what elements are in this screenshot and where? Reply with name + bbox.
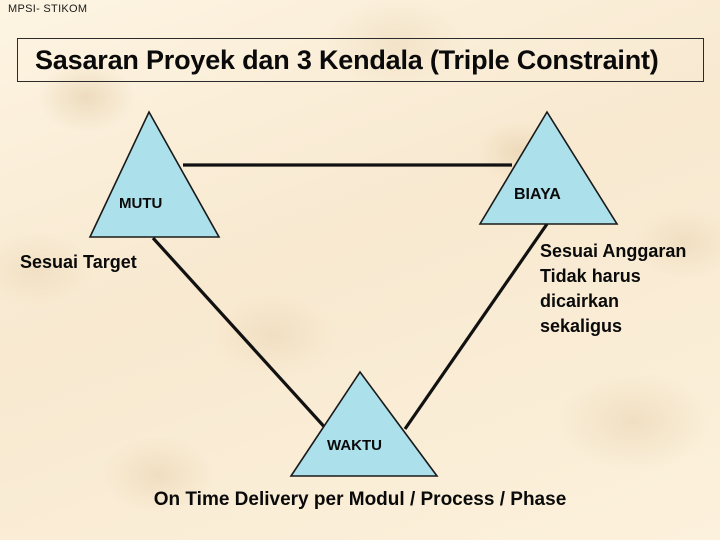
note-mutu: Sesuai Target xyxy=(20,252,137,272)
note-biaya-line-4: sekaligus xyxy=(540,316,623,336)
connector-biaya-waktu xyxy=(403,223,549,430)
note-biaya: Sesuai Anggaran Tidak harus dicairkan se… xyxy=(540,239,686,339)
slide-title-box: Sasaran Proyek dan 3 Kendala (Triple Con… xyxy=(17,38,704,82)
note-biaya-line-1: Sesuai Anggaran xyxy=(540,241,687,261)
node-label-waktu: WAKTU xyxy=(327,437,382,454)
note-waktu: On Time Delivery per Modul / Process / P… xyxy=(153,489,567,510)
slide-kicker: MPSI- STIKOM xyxy=(8,3,88,15)
node-label-mutu: MUTU xyxy=(119,195,163,212)
connector-mutu-waktu xyxy=(151,236,331,434)
node-mutu-triangle[interactable] xyxy=(88,110,221,238)
node-waktu-triangle[interactable] xyxy=(289,370,439,477)
node-label-biaya: BIAYA xyxy=(514,186,561,203)
node-biaya-triangle[interactable] xyxy=(478,110,619,225)
page-title: Sasaran Proyek dan 3 Kendala (Triple Con… xyxy=(35,44,659,75)
note-biaya-line-2: Tidak harus xyxy=(540,266,641,286)
note-biaya-line-3: dicairkan xyxy=(540,291,620,311)
